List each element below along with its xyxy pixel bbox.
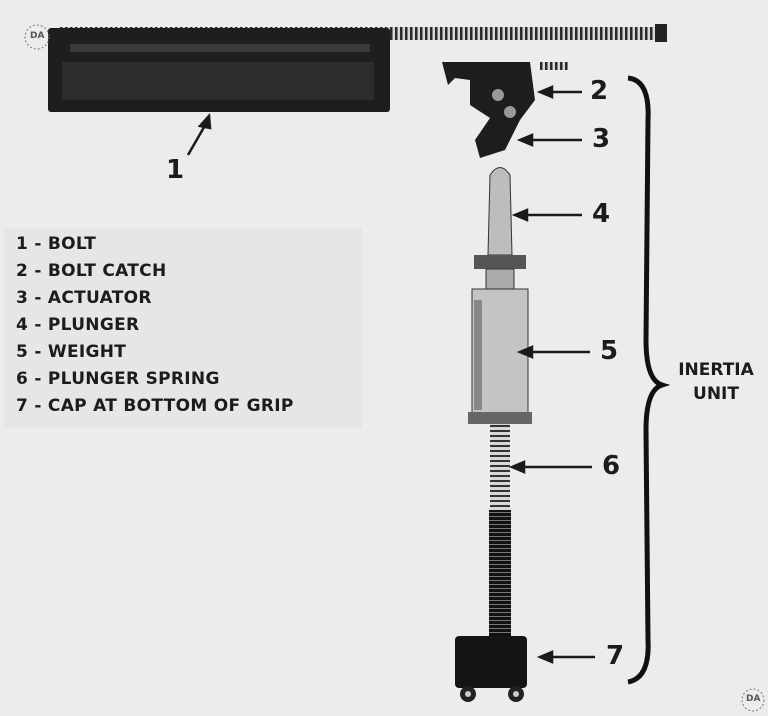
legend-item: 1 - BOLT [16,234,97,254]
callout-5: 5 [600,336,619,366]
legend-item: 5 - WEIGHT [16,342,127,362]
cap-part [455,636,527,702]
plunger-part [474,167,526,290]
legend-item: 6 - PLUNGER SPRING [16,369,220,389]
group-label-line1: INERTIA [678,360,754,380]
callout-6: 6 [602,451,621,481]
bolt-part [48,24,667,112]
callout-3: 3 [592,124,611,154]
callout-arrows [186,85,595,664]
inertia-unit-brace [627,75,671,685]
callout-7: 7 [606,641,625,671]
legend-item: 7 - CAP AT BOTTOM OF GRIP [16,396,294,416]
legend-item: 4 - PLUNGER [16,315,140,335]
parts-legend: 1 - BOLT 2 - BOLT CATCH 3 - ACTUATOR 4 -… [4,228,362,428]
plunger-spring-lower [489,510,511,638]
group-label-line2: UNIT [693,384,739,404]
legend-item: 2 - BOLT CATCH [16,261,167,281]
callout-4: 4 [592,199,611,229]
watermark-logo-icon [741,688,765,712]
legend-item: 3 - ACTUATOR [16,288,152,308]
callout-1: 1 [166,155,185,185]
watermark-logo: DA [30,31,45,41]
watermark-logo-icon [24,24,50,50]
bolt-catch-part [442,62,568,158]
plunger-spring-part [490,424,510,512]
watermark-logo: DA [746,694,761,704]
callout-2: 2 [590,76,609,106]
weight-part [468,288,532,424]
